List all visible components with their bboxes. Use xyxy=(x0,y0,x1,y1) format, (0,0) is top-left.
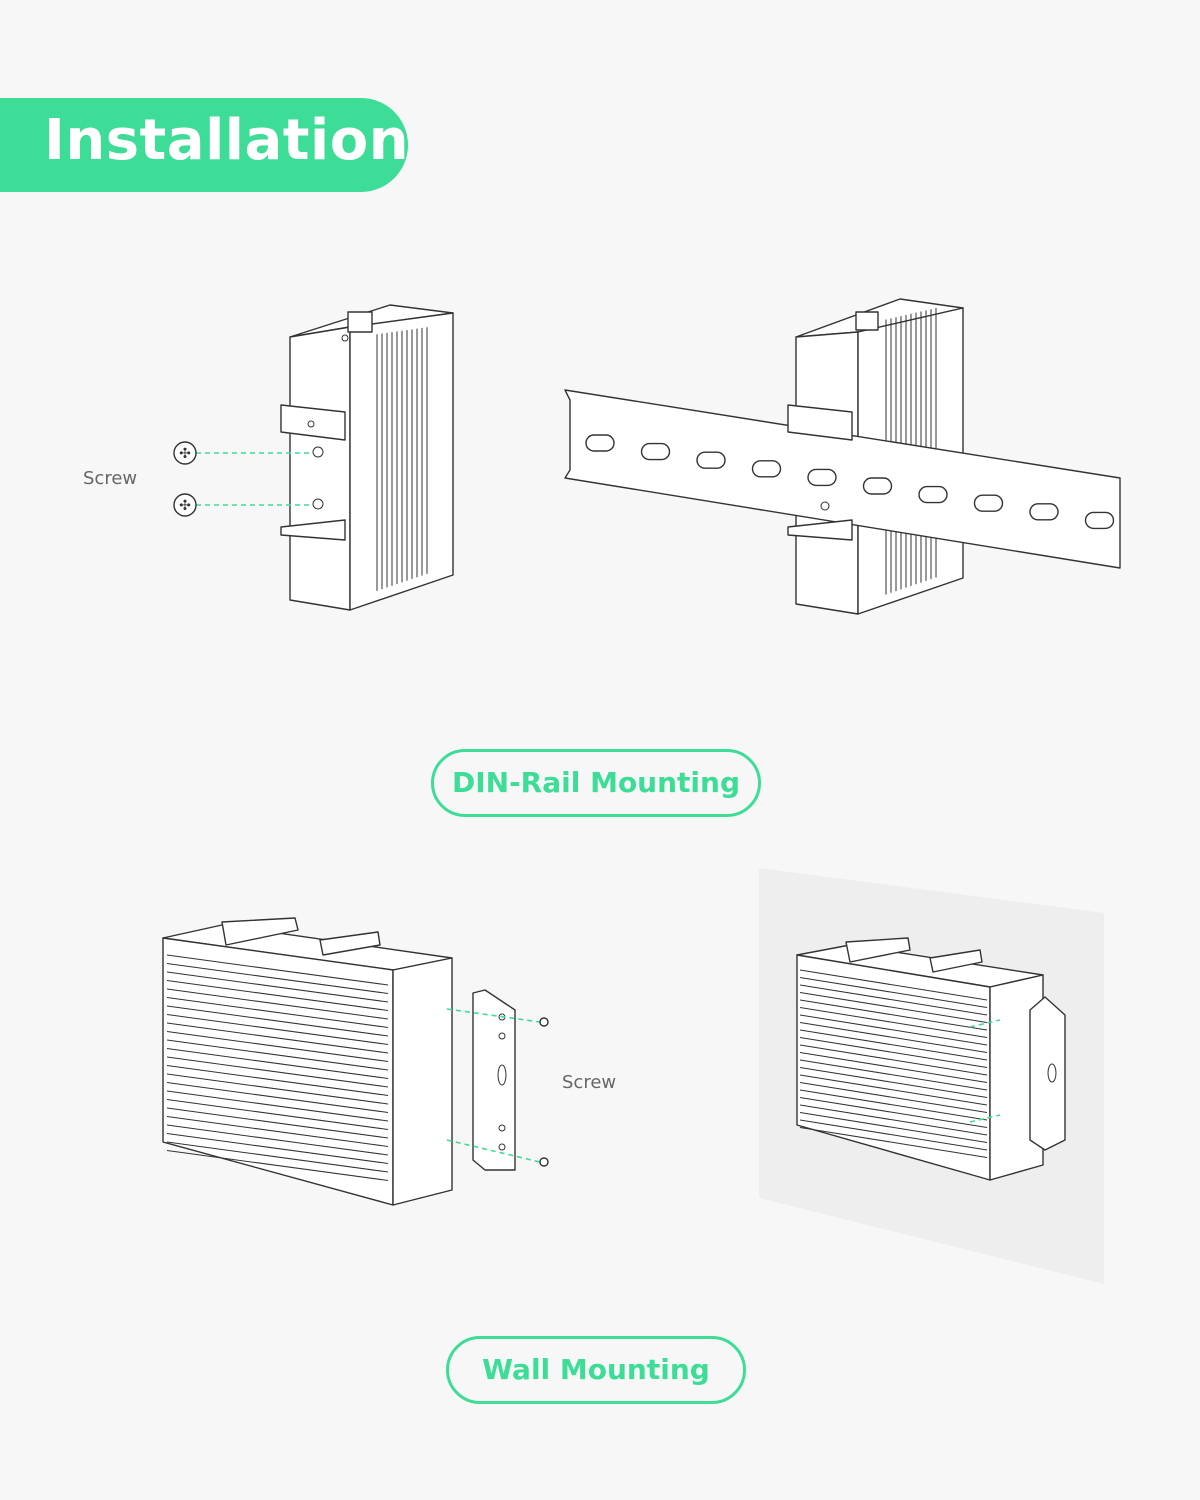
din-rail-mounting-badge: DIN-Rail Mounting xyxy=(431,749,761,817)
screw-icon xyxy=(539,1157,549,1167)
fin-line xyxy=(166,1107,389,1139)
fin-line xyxy=(799,969,988,1001)
fin-line xyxy=(166,1014,389,1045)
fin-line xyxy=(166,971,389,1003)
fin-line xyxy=(166,997,389,1028)
svg-text:✣: ✣ xyxy=(179,498,191,514)
fin-line xyxy=(799,1104,988,1136)
fin-line xyxy=(166,1090,389,1122)
rail-slot xyxy=(1084,511,1115,530)
fin-line xyxy=(166,1082,389,1113)
rail-slot xyxy=(973,494,1004,512)
rail-slot xyxy=(862,477,893,495)
rail-slot xyxy=(1029,503,1059,521)
wall-device-mounted xyxy=(796,937,1066,1181)
fin-line xyxy=(166,1005,389,1037)
section-title: Installation xyxy=(44,108,410,173)
fin-line xyxy=(166,980,389,1011)
fin-line xyxy=(799,1037,988,1068)
fin-line xyxy=(166,1116,389,1147)
fin-line xyxy=(799,1014,988,1046)
fin-line xyxy=(799,1089,988,1121)
fin-line xyxy=(799,977,988,1008)
fin-line xyxy=(799,1097,988,1128)
fin-line xyxy=(799,1082,988,1113)
fin-line xyxy=(799,1127,988,1158)
fin-line xyxy=(799,999,988,1031)
rail-slot xyxy=(640,442,671,461)
rail-slot xyxy=(807,468,837,487)
fin-line xyxy=(166,1141,389,1173)
fin-line xyxy=(166,1150,389,1181)
fin-line xyxy=(799,1067,988,1098)
wall-mounting-badge: Wall Mounting xyxy=(446,1336,746,1404)
fin-line xyxy=(166,1022,389,1054)
screw-icon xyxy=(173,493,197,517)
screw-label: Screw xyxy=(562,1072,617,1093)
fin-line xyxy=(166,988,389,1020)
fin-line xyxy=(799,1029,988,1061)
section-title-banner: Installation xyxy=(0,98,410,192)
rail-slot xyxy=(751,460,782,478)
fin-line xyxy=(166,1073,389,1105)
din-device-on-rail xyxy=(564,298,1121,615)
screw-icon xyxy=(539,1017,549,1027)
fin-line xyxy=(166,1056,389,1088)
fin-line xyxy=(799,1112,988,1143)
screw-icon xyxy=(173,441,197,465)
fin-line xyxy=(166,963,389,994)
fin-line xyxy=(799,1052,988,1083)
wall-device-with-bracket xyxy=(162,917,549,1206)
fin-line xyxy=(799,1119,988,1151)
screw-label: Screw xyxy=(83,468,138,489)
fin-line xyxy=(166,1048,389,1079)
rail-slot xyxy=(918,485,948,504)
fin-line xyxy=(166,1124,389,1156)
fin-line xyxy=(799,1044,988,1076)
fin-line xyxy=(799,1022,988,1053)
fin-line xyxy=(799,1007,988,1038)
fin-line xyxy=(799,984,988,1016)
rail-slot xyxy=(585,434,615,452)
fin-line xyxy=(166,1065,389,1096)
fin-line xyxy=(166,1099,389,1130)
din-device-with-screws: ✣ ✣ xyxy=(173,304,454,611)
fin-line xyxy=(166,1039,389,1071)
fin-line xyxy=(799,1074,988,1106)
fin-line xyxy=(166,1031,389,1062)
fin-line xyxy=(166,1133,389,1164)
fin-line xyxy=(799,1059,988,1091)
rail-slot xyxy=(696,451,726,469)
mounting-bracket xyxy=(472,989,516,1171)
fin-line xyxy=(799,992,988,1023)
fin-line xyxy=(166,954,389,986)
svg-text:✣: ✣ xyxy=(179,446,191,462)
din-rail xyxy=(564,389,1121,569)
